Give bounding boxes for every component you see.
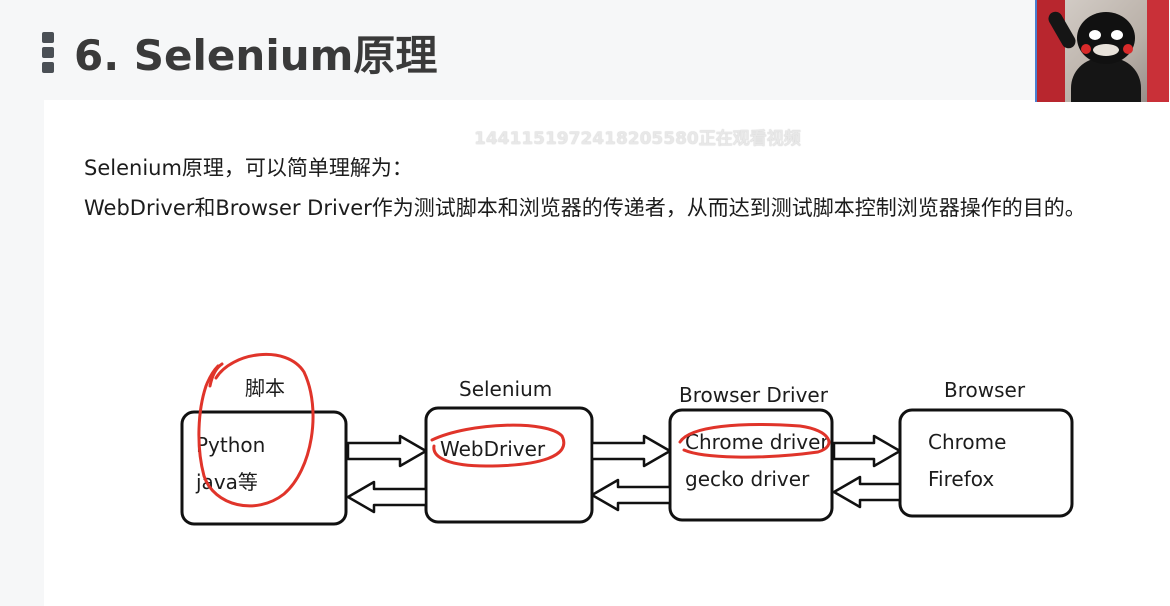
arrow-script-to-selenium (346, 434, 428, 468)
box-header-browser: Browser (944, 378, 1026, 402)
browser-item-firefox: Firefox (928, 467, 994, 491)
arrow-driver-to-browser (832, 434, 902, 468)
browser-box (898, 408, 1074, 518)
title-area: 6. Selenium原理 (42, 22, 437, 82)
viewer-watermark: 1441151972418205580正在观看视频 (474, 129, 801, 149)
browser-driver-box (668, 408, 834, 522)
box-header-browser-driver: Browser Driver (679, 383, 829, 407)
arrow-selenium-to-script (346, 480, 428, 514)
arrow-driver-to-selenium (590, 478, 672, 512)
script-item-python: Python (196, 433, 265, 457)
browser-item-chrome: Chrome (928, 430, 1006, 454)
annotation-circle-chrome-driver (678, 423, 831, 459)
annotation-circle-webdriver (430, 423, 566, 468)
title-marker-icon (42, 31, 54, 73)
annotation-circle-script (197, 352, 315, 508)
slide-title: 6. Selenium原理 (74, 30, 438, 80)
selenium-box (424, 406, 594, 524)
webcam-video-overlay[interactable] (1035, 0, 1169, 102)
box-header-script: 脚本 (245, 376, 285, 400)
intro-text-line-2: WebDriver和Browser Driver作为测试脚本和浏览器的传递者，从… (84, 196, 1086, 220)
driver-item-gecko: gecko driver (685, 467, 810, 491)
selenium-item-webdriver: WebDriver (440, 437, 546, 461)
driver-item-chrome: Chrome driver (685, 430, 829, 454)
script-box (180, 410, 348, 526)
intro-text-line-1: Selenium原理，可以简单理解为： (84, 156, 413, 180)
arrow-selenium-to-driver (590, 434, 672, 468)
box-header-selenium: Selenium (459, 377, 552, 401)
slide-background (44, 100, 1170, 606)
arrow-browser-to-driver (832, 475, 902, 509)
